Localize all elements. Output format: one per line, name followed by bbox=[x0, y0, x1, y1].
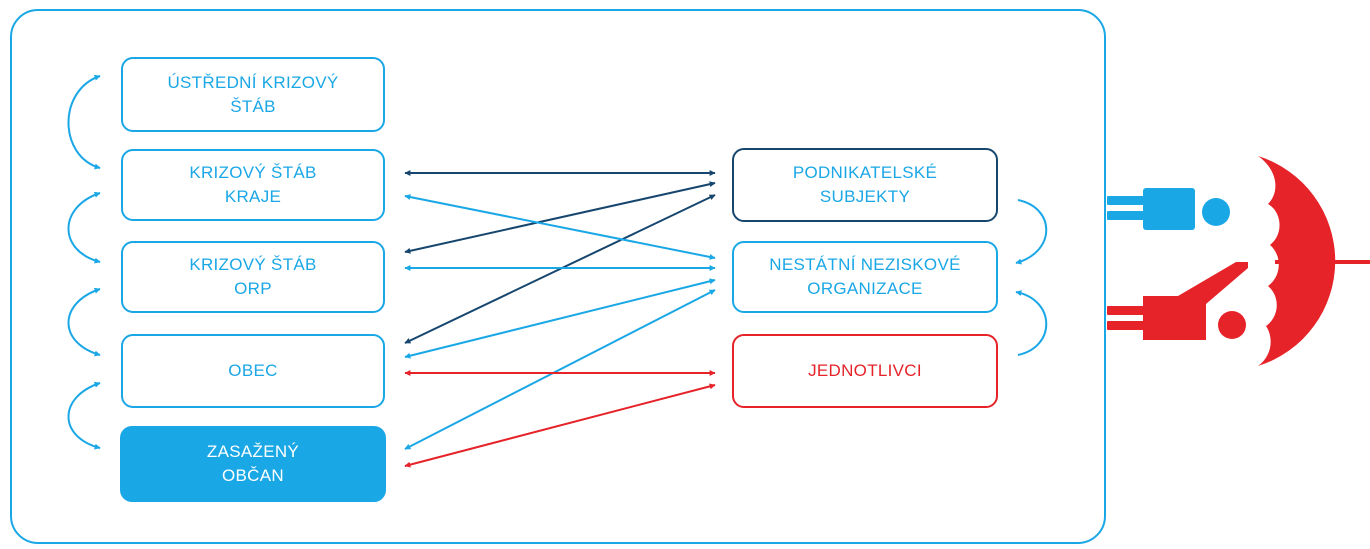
individuals-connections bbox=[404, 370, 716, 468]
person-lying-icon bbox=[1107, 188, 1230, 230]
node-label: ZASAŽENÝ OBČAN bbox=[206, 442, 300, 485]
node-label: OBEC bbox=[228, 361, 278, 380]
node-label: PODNIKATELSKÉ SUBJEKTY bbox=[792, 163, 938, 206]
hierarchy-loops bbox=[67, 74, 101, 450]
node-regional-crisis-staff: KRIZOVÝ ŠTÁB KRAJE bbox=[121, 149, 385, 221]
ngo-connections bbox=[404, 194, 716, 450]
node-individuals: JEDNOTLIVCI bbox=[732, 334, 998, 408]
node-orp-crisis-staff: KRIZOVÝ ŠTÁB ORP bbox=[121, 241, 385, 313]
node-label: JEDNOTLIVCI bbox=[808, 361, 922, 380]
diagram-frame bbox=[10, 9, 1106, 544]
node-municipality: OBEC bbox=[121, 334, 385, 408]
node-label: KRIZOVÝ ŠTÁB ORP bbox=[189, 255, 317, 298]
node-ngo: NESTÁTNÍ NEZISKOVÉ ORGANIZACE bbox=[732, 241, 998, 313]
person-reaching-icon bbox=[1107, 262, 1248, 340]
node-label: ÚSTŘEDNÍ KRIZOVÝ ŠTÁB bbox=[167, 72, 339, 116]
node-central-crisis-staff: ÚSTŘEDNÍ KRIZOVÝ ŠTÁB bbox=[121, 57, 385, 132]
node-label: KRIZOVÝ ŠTÁB KRAJE bbox=[189, 163, 317, 206]
umbrella-icon bbox=[1258, 156, 1370, 366]
right-loops bbox=[1015, 199, 1048, 356]
node-business-entities: PODNIKATELSKÉ SUBJEKTY bbox=[732, 148, 998, 222]
node-affected-citizen: ZASAŽENÝ OBČAN bbox=[120, 426, 386, 502]
node-label: NESTÁTNÍ NEZISKOVÉ ORGANIZACE bbox=[769, 255, 961, 298]
